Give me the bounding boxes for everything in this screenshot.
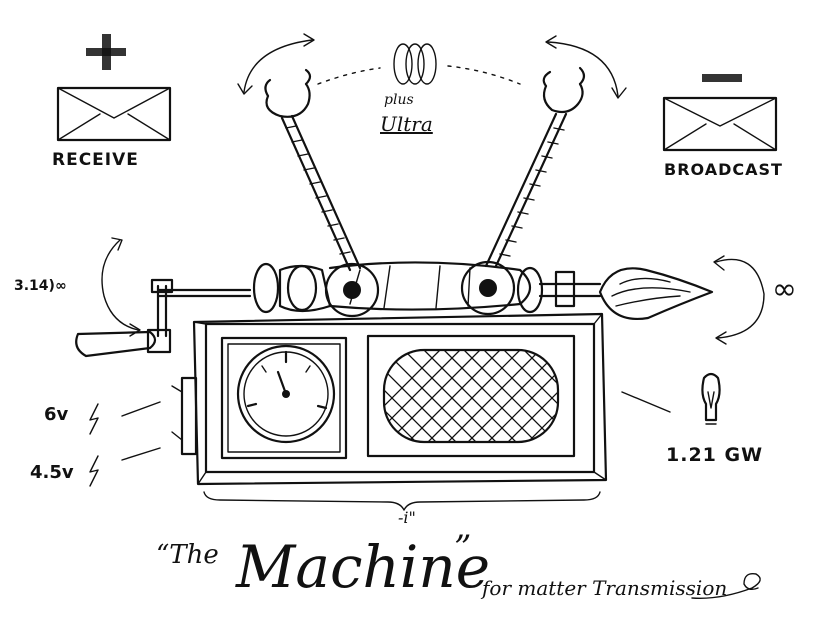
plus-icon: [86, 34, 126, 70]
title-close-quote: ”: [454, 528, 472, 568]
left-antenna: [264, 68, 362, 272]
pi-infinity-label: 3.14)∞: [14, 278, 67, 294]
left-gear: [324, 262, 380, 318]
receive-envelope-icon: [56, 86, 172, 142]
speaker-panel: [366, 334, 576, 458]
flourish: [691, 573, 761, 599]
dial-gauge-icon: [236, 344, 336, 444]
right-gear: [460, 260, 516, 316]
infinity-rotate-arrow: [713, 255, 765, 345]
voltage-6v-label: 6v: [44, 404, 69, 425]
plus-label: plus: [384, 92, 414, 108]
crank-rotate-arrow: [101, 237, 141, 337]
minus-i-label: -i": [398, 508, 416, 527]
top-shaft: [156, 261, 602, 314]
underbrace: [203, 491, 601, 511]
lightning-bolt-icon: [89, 455, 99, 487]
right-antenna-rotate-arrow: [545, 35, 627, 99]
broadcast-label: BROADCAST: [664, 160, 783, 179]
leader-45v: [121, 447, 161, 461]
flame-nozzle: [598, 267, 714, 320]
leader-power: [621, 391, 671, 413]
left-antenna-rotate-arrow: [237, 33, 315, 95]
left-dotted-link: [317, 67, 381, 85]
lightning-bolt-icon: [89, 403, 99, 435]
gauge-panel: [220, 336, 348, 460]
crank-handle: [75, 278, 174, 358]
title-open-quote: “The: [156, 540, 219, 570]
title-main: Machine: [236, 533, 491, 601]
leader-6v: [121, 401, 161, 417]
ultra-label: Ultra: [380, 112, 433, 136]
infinity-label: ∞: [772, 272, 797, 307]
subtitle: for matter Transmission: [482, 576, 728, 600]
coil-icon: [393, 43, 437, 85]
speaker-grille: [382, 348, 560, 444]
broadcast-envelope-icon: [662, 96, 778, 152]
right-dotted-link: [447, 65, 521, 85]
voltage-45v-label: 4.5v: [30, 462, 74, 483]
toggle-switches: [171, 376, 198, 456]
receive-label: RECEIVE: [52, 150, 139, 170]
right-antenna: [484, 66, 586, 268]
minus-icon: [702, 74, 742, 82]
light-bulb-icon: [701, 372, 721, 425]
power-label: 1.21 GW: [666, 444, 764, 466]
